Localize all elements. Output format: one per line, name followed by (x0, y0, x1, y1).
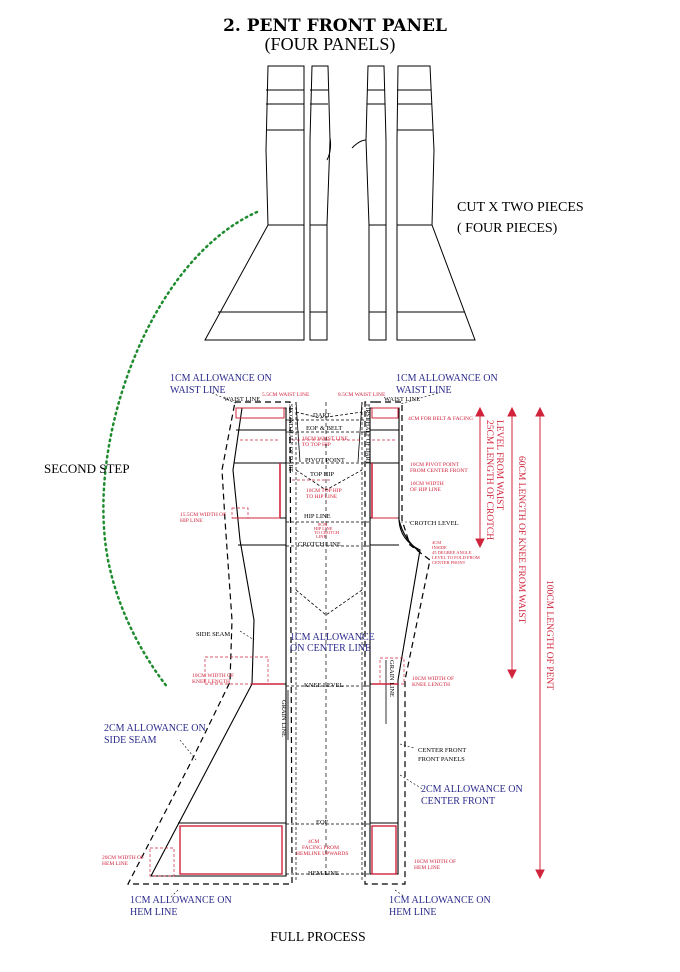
note-knee-left-l1: 10CM WIDTH OF (192, 673, 234, 679)
note-crotch-small-4: LINE (316, 534, 326, 539)
note-crotch-r2: INSIDE (432, 545, 447, 550)
eof-label: EOF (316, 819, 329, 826)
footer-label: FULL PROCESS (270, 929, 365, 944)
side-allow-l2: SIDE SEAM (104, 735, 157, 746)
right-allowance-outline (364, 401, 431, 885)
note-facing-l3: HEMLINE UPWARDS (296, 851, 348, 857)
waist-small-right: 8.5CM WAIST LINE (338, 392, 386, 398)
left-allowance-outline (127, 401, 293, 885)
note-hem-left-l2: HEM LINE (102, 861, 129, 867)
cf-allow-l1: 2CM ALLOWANCE ON (421, 784, 523, 795)
grain-line-left: GRAIN LINE (280, 700, 287, 737)
page-title: 2. PENT FRONT PANEL (223, 16, 447, 36)
note-knee-left-l2: KNEE LENGTH (192, 679, 230, 685)
left-front-piece (150, 407, 287, 877)
side-seam-label: SIDE SEAM (196, 631, 230, 638)
note-hem-left-l1: 20CM WIDTH OF (102, 855, 144, 861)
note-width-hip-r2: OF HIP LINE (410, 487, 442, 493)
note-width-hip-l1: 15.5CM WIDTH OF (180, 512, 226, 518)
side-allow-l1: 2CM ALLOWANCE ON (104, 723, 206, 734)
hem-line-label: HEM LINE (308, 870, 339, 877)
vert-crotch-l1: 25CM LENGTH OF CROTCH (484, 420, 494, 540)
note-crotch-small-2: HIP LINE (314, 526, 333, 531)
note-width-hip-l2: HIP LINE (180, 518, 203, 524)
note-belt-facing: 4CM FOR BELT & FACING (408, 416, 473, 422)
step-arc (102, 210, 259, 690)
eof-belt-label: EOF & BELT (306, 425, 342, 432)
red-dashed-callouts (149, 439, 405, 877)
note-crotch-r4: LEVEL TO FOLD FROM (432, 555, 480, 560)
note-tophip-hip-l1: 10CM TOP HIP (306, 488, 342, 494)
vertical-measure-arrows (475, 406, 545, 880)
four-panels (204, 65, 476, 341)
note-tophip-hip-l2: TO HIP LINE (306, 494, 338, 500)
vert-knee: 60CM LENGTH OF KNEE FROM WAIST (516, 456, 526, 624)
page-subtitle: (FOUR PANELS) (265, 34, 396, 55)
allow-waist-right-l1: 1CM ALLOWANCE ON (396, 373, 498, 384)
crotch-level-label: CROTCH LEVEL (410, 520, 459, 527)
note-knee-right-l1: 10CM WIDTH OF (412, 676, 454, 682)
note-hem-right-l1: 16CM WIDTH OF (414, 859, 456, 865)
cut-pieces-line1: CUT X TWO PIECES (457, 200, 584, 215)
full-pattern (127, 401, 431, 885)
note-hem-right-l2: HEM LINE (414, 865, 441, 871)
note-width-hip-r1: 10CM WIDTH (410, 481, 444, 487)
cf-allow-l2: CENTER FRONT (421, 796, 495, 807)
allow-waist-left-l2: WAIST LINE (170, 385, 226, 396)
pivot-point-label: PIVOT POINT (305, 457, 345, 464)
note-waist-tophip-l1: 10CM WAIST LINE (302, 436, 349, 442)
vert-pent: 100CM LENGTH OF PENT (544, 580, 554, 690)
hem-allow-left-l2: HEM LINE (130, 907, 178, 918)
center-allow-l1: 1CM ALLOWANCE (290, 632, 375, 643)
waist-line-left: WAIST LINE (224, 396, 260, 403)
top-hip-label: TOP HIP (310, 471, 334, 478)
hem-allow-left-l1: 1CM ALLOWANCE ON (130, 895, 232, 906)
leader-lines (169, 392, 439, 899)
note-pivot-cf-l1: 10CM PIVOT POINT (410, 462, 460, 468)
crotch-line-label: CROTCH LINE (298, 541, 341, 548)
grain-line-right: GRAIN LINE (388, 660, 395, 697)
second-half-dart-label: SECOND HALF OF DART (287, 404, 293, 472)
note-crotch-small-1: 8CM (318, 522, 327, 527)
hem-allow-right-l2: HEM LINE (389, 907, 437, 918)
waist-small-left: 5.5CM WAIST LINE (262, 392, 310, 398)
note-knee-right-l2: KNEE LENGTH (412, 682, 450, 688)
note-crotch-r5: CENTER FRONT (432, 560, 466, 565)
center-front-l1: CENTER FRONT (418, 747, 466, 754)
allow-waist-left-l1: 1CM ALLOWANCE ON (170, 373, 272, 384)
vert-crotch-l2: LEVEL FROM WAIST (494, 420, 504, 510)
cut-pieces-line2: ( FOUR PIECES) (457, 221, 558, 236)
hip-line-label: HIP LINE (304, 513, 331, 520)
allow-waist-right-l2: WAIST LINE (396, 385, 452, 396)
hem-allow-right-l1: 1CM ALLOWANCE ON (389, 895, 491, 906)
first-half-dart-label: FIRST HALF OF DART (364, 404, 370, 464)
note-crotch-r3: 45 DEGREE ANGLE (432, 550, 472, 555)
waist-line-right: WAIST LINE (384, 396, 420, 403)
second-step-label: SECOND STEP (44, 461, 130, 476)
right-front-piece (369, 407, 421, 875)
dart-label: DART (313, 412, 330, 419)
note-waist-tophip-l2: TO TOP HIP (302, 442, 331, 448)
note-crotch-small-3: TO CROTCH (314, 530, 340, 535)
note-facing-l1: 4CM (308, 839, 319, 845)
note-pivot-cf-l2: FROM CENTER FRONT (410, 468, 468, 474)
note-facing-l2: FACING FROM (302, 845, 339, 851)
note-crotch-r1: 4CM (432, 540, 441, 545)
knee-level-label: KNEE LEVEL (304, 682, 344, 689)
center-allow-l2: ON CENTER LINE (290, 643, 371, 654)
center-front-l2: FRONT PANELS (418, 756, 465, 763)
